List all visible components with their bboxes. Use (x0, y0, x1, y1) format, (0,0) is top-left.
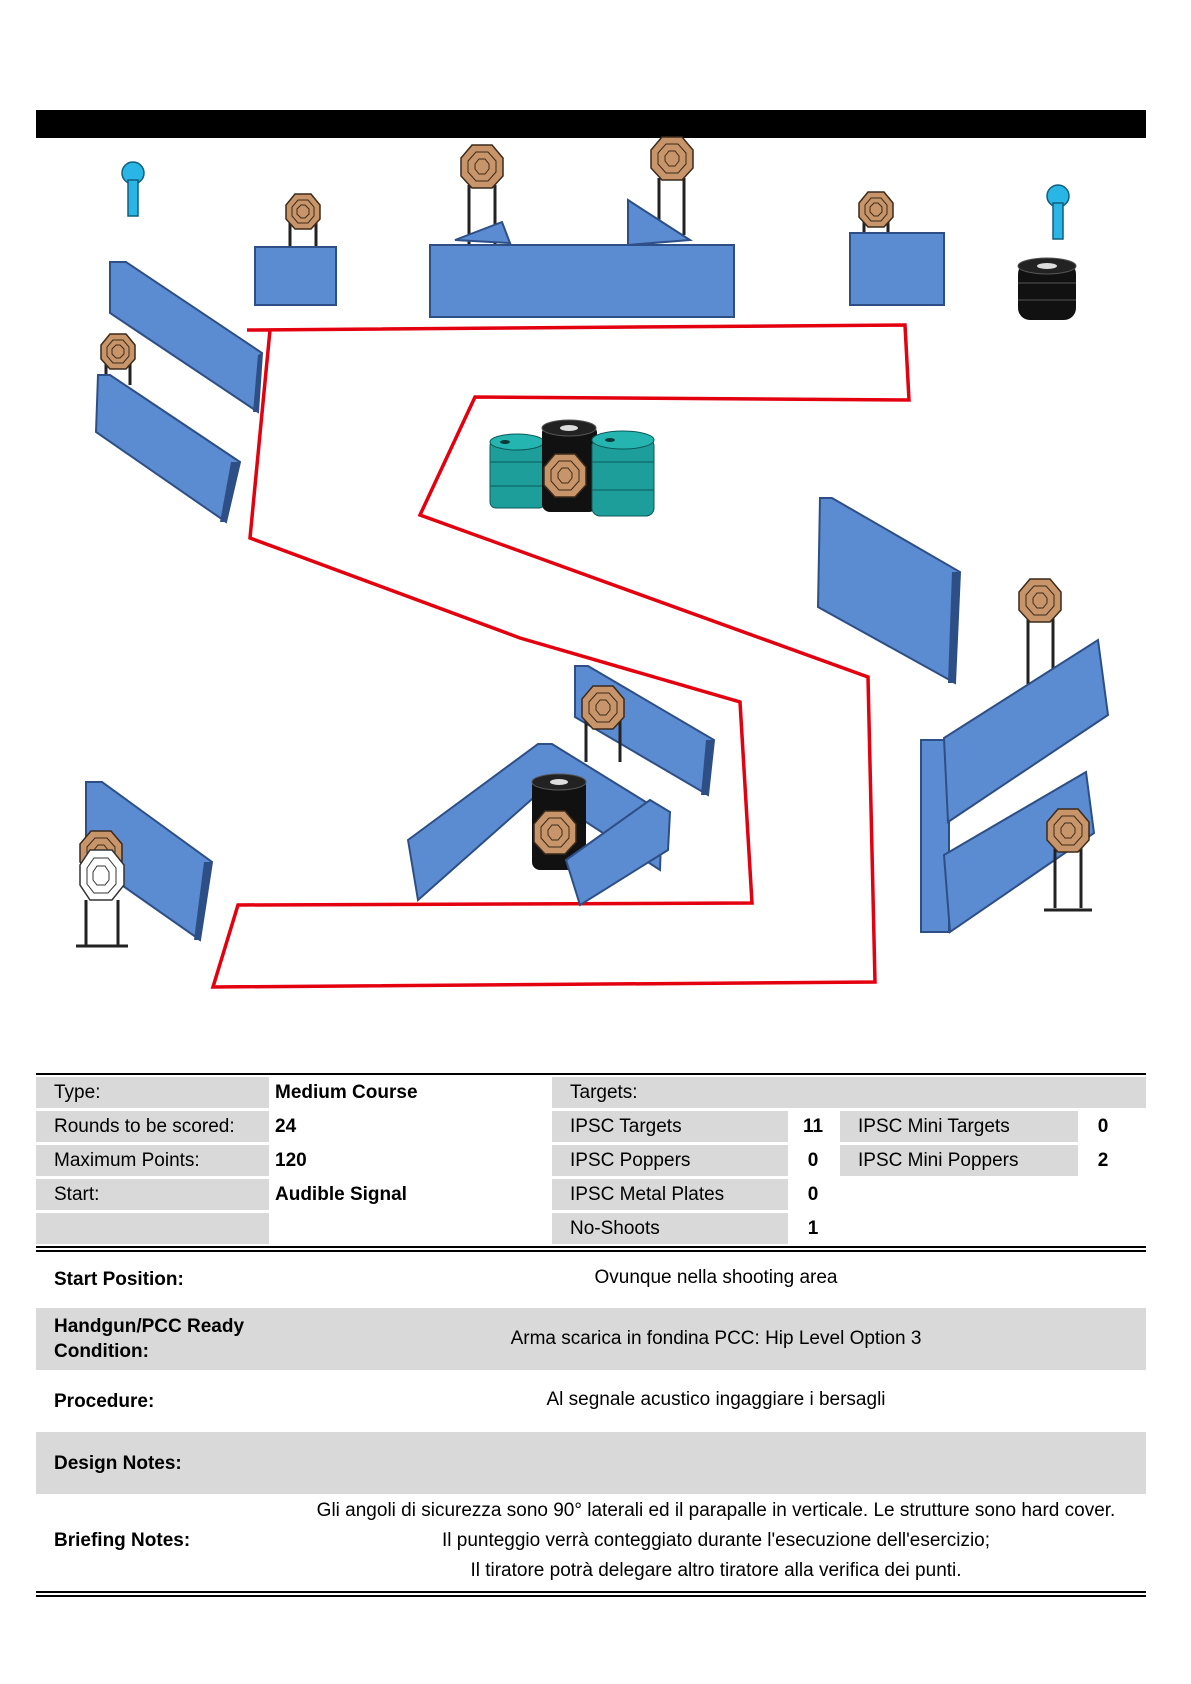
stage-diagram (76, 136, 1110, 989)
design-notes-row: Design Notes: (36, 1432, 1146, 1494)
wall-top-center (429, 136, 735, 318)
ready-condition-text: Arma scarica in fondina PCC: Hip Level O… (510, 1328, 922, 1349)
start-position-text: Ovunque nella shooting area (594, 1267, 838, 1288)
stage-info-table: Type: Medium Course Targets: Rounds to b… (36, 1073, 1146, 1253)
ipsc-metal-plates-label: IPSC Metal Plates (552, 1179, 788, 1210)
no-shoot-target (79, 849, 125, 901)
procedure-label: Procedure: (54, 1391, 155, 1412)
mini-popper-right (1046, 184, 1070, 240)
type-value: Medium Course (275, 1081, 418, 1103)
barrels-center (489, 419, 655, 517)
procedure-text: Al segnale acustico ingaggiare i bersagl… (546, 1389, 886, 1410)
procedure-row: Procedure: Al segnale acustico ingaggiar… (36, 1370, 1146, 1432)
briefing-line-1: Gli angoli di sicurezza sono 90° lateral… (316, 1500, 1116, 1521)
ipsc-mini-targets-label: IPSC Mini Targets (840, 1111, 1078, 1142)
mini-popper-left (121, 161, 145, 217)
ipsc-metal-plates-value: 0 (807, 1183, 819, 1205)
ready-condition-label-1: Handgun/PCC Ready (54, 1316, 245, 1337)
start-position-row: Start Position: Ovunque nella shooting a… (36, 1251, 1146, 1308)
wall-center-bottom (406, 665, 716, 907)
wall-top-left-small (254, 193, 337, 306)
no-shoots-value: 1 (807, 1217, 819, 1239)
targets-header: Targets: (552, 1077, 1146, 1108)
start-value: Audible Signal (275, 1183, 407, 1205)
ipsc-poppers-value: 0 (807, 1149, 819, 1171)
ready-condition-label-2: Condition: (54, 1341, 149, 1362)
empty-label-cell (36, 1213, 269, 1244)
stage-title-bar (36, 110, 1146, 138)
shooting-area-boundary (210, 323, 911, 989)
points-label: Maximum Points: (36, 1145, 269, 1176)
briefing-notes-label: Briefing Notes: (54, 1530, 191, 1551)
wall-left-lower (94, 333, 242, 524)
ipsc-targets-value: 11 (802, 1115, 824, 1137)
start-label: Start: (36, 1179, 269, 1210)
ready-condition-row: Handgun/PCC Ready Condition: Arma scaric… (36, 1308, 1146, 1370)
type-label: Type: (36, 1077, 269, 1108)
ipsc-mini-poppers-label: IPSC Mini Poppers (840, 1145, 1078, 1176)
wall-left-upper (109, 261, 264, 414)
design-notes-label: Design Notes: (54, 1453, 182, 1474)
ipsc-poppers-label: IPSC Poppers (552, 1145, 788, 1176)
ipsc-mini-poppers-value: 2 (1097, 1149, 1109, 1171)
briefing-line-3: Il tiratore potrà delegare altro tirator… (470, 1560, 962, 1581)
rounds-label: Rounds to be scored: (36, 1111, 269, 1142)
ipsc-targets-label: IPSC Targets (552, 1111, 788, 1142)
wall-right-upper (816, 497, 962, 685)
briefing-notes-row: Briefing Notes: Gli angoli di sicurezza … (36, 1494, 1146, 1586)
rounds-value: 24 (275, 1115, 297, 1137)
tire-stack-top-right (1017, 257, 1077, 320)
wall-bottom-left (76, 781, 214, 948)
no-shoots-label: No-Shoots (552, 1213, 788, 1244)
points-value: 120 (275, 1149, 307, 1171)
wall-top-right-small (849, 191, 945, 306)
wall-right-structure (920, 578, 1110, 934)
start-position-label: Start Position: (54, 1269, 184, 1290)
briefing-line-2: Il punteggio verrà conteggiato durante l… (441, 1530, 991, 1551)
ipsc-mini-targets-value: 0 (1097, 1115, 1109, 1137)
